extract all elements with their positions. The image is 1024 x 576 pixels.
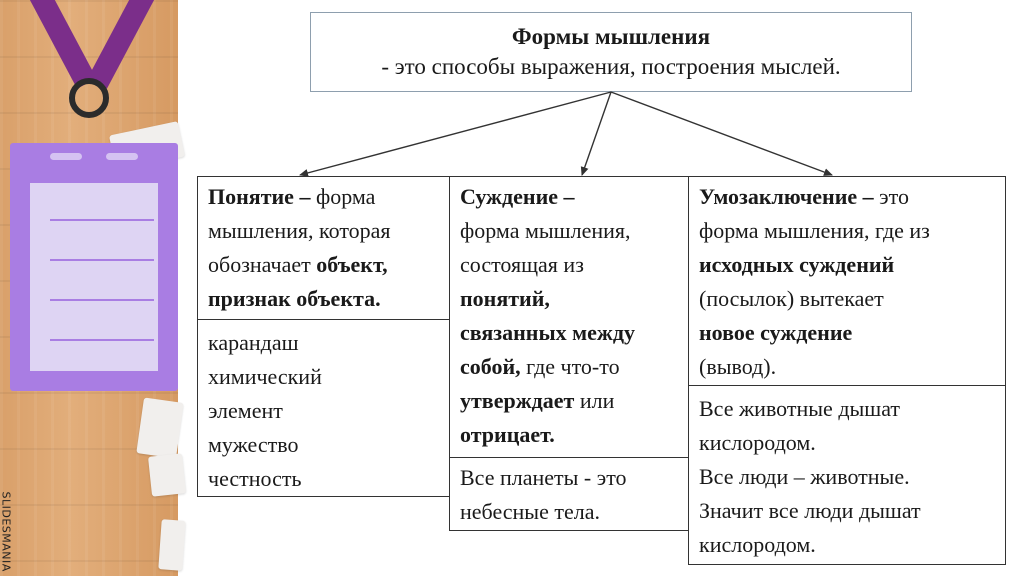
badge-card [30,183,158,371]
concept-def-2: мышления, которая [208,218,391,243]
concept-example: мужество [208,432,299,457]
diagram-title: Формы мышления [511,24,711,49]
judgment-term: Суждение – [460,184,575,209]
arrow-to-judgment [580,91,612,176]
concept-line-3: обозначает объект, [208,248,441,282]
concept-definition-box: Понятие – форма мышления, которая обозна… [197,176,450,320]
concept-def-3b: объект, [316,252,388,277]
concept-example: честность [208,466,302,491]
inference-definition-box: Умозаключение – это форма мышления, где … [688,176,1006,386]
inference-line-1: Умозаключение – это [699,180,997,214]
diagram-subtitle: - это способы выражения, построения мысл… [381,54,841,79]
judgment-line-6: собой, где что-то [460,350,680,384]
judgment-line-8: отрицает. [460,418,680,452]
inference-examples-box: Все животные дышат кислородом. Все люди … [688,385,1006,565]
id-badge-icon [10,143,178,391]
lanyard-strap-right [87,0,159,89]
inference-def-3: исходных суждений [699,252,895,277]
judgment-def-5: связанных между [460,320,635,345]
judgment-def-6a: собой, [460,354,521,379]
inference-line-3: исходных суждений [699,248,997,282]
concept-line-1: Понятие – форма [208,180,441,214]
concept-line-4: признак объекта. [208,282,441,316]
inference-def-2: форма мышления, где из [699,218,930,243]
judgment-line-7: утверждает или [460,384,680,418]
inference-line-5: новое суждение [699,316,997,350]
badge-slot [50,153,82,160]
inference-def-5: новое суждение [699,320,853,345]
lanyard-ring-icon [69,78,109,118]
badge-line [50,219,154,221]
inference-example: кислородом. [699,430,816,455]
paper-note [158,519,186,571]
judgment-def-3: состоящая из [460,252,584,277]
inference-term: Умозаключение – [699,184,874,209]
concept-term: Понятие – [208,184,311,209]
judgment-def-7b: или [574,388,615,413]
wood-background: SLIDESMANIA [0,0,186,576]
judgment-example: Все планеты - это [460,465,627,490]
judgment-def-7a: утверждает [460,388,575,413]
inference-example: Все люди – животные. [699,464,910,489]
badge-line [50,299,154,301]
judgment-def-2: форма мышления, [460,218,631,243]
badge-line [50,339,154,341]
concept-def-3: обозначает [208,252,317,277]
badge-slot [106,153,138,160]
concept-example: элемент [208,398,283,423]
brand-watermark: SLIDESMANIA [0,491,13,572]
inference-def-1b: это [873,184,909,209]
lanyard-strap-left [25,0,97,89]
diagram-title-box: Формы мышления - это способы выражения, … [310,12,912,92]
judgment-line-4: понятий, [460,282,680,316]
judgment-definition-box: Суждение – форма мышления, состоящая из … [449,176,689,458]
inference-example: Все животные дышат [699,396,901,421]
badge-line [50,259,154,261]
judgment-line-5: связанных между [460,316,680,350]
arrow-to-concept [299,91,612,177]
judgment-line-1: Суждение – [460,180,680,214]
concept-example: химический [208,364,322,389]
arrow-to-inference [610,91,833,176]
judgment-def-6b: где что-то [520,354,620,379]
inference-example: Значит все люди дышат [699,498,921,523]
concept-example: карандаш [208,330,299,355]
paper-note [148,453,186,497]
judgment-example: небесные тела. [460,499,600,524]
inference-def-4: (посылок) вытекает [699,286,884,311]
judgment-def-4: понятий, [460,286,550,311]
inference-example: кислородом. [699,532,816,557]
concept-examples-box: карандаш химический элемент мужество чес… [197,319,450,497]
concept-def-4: признак объекта. [208,286,381,311]
inference-def-6: (вывод). [699,354,777,379]
concept-def-1: форма [310,184,376,209]
judgment-def-8: отрицает. [460,422,555,447]
judgment-examples-box: Все планеты - это небесные тела. [449,457,689,531]
paper-note [136,397,184,459]
